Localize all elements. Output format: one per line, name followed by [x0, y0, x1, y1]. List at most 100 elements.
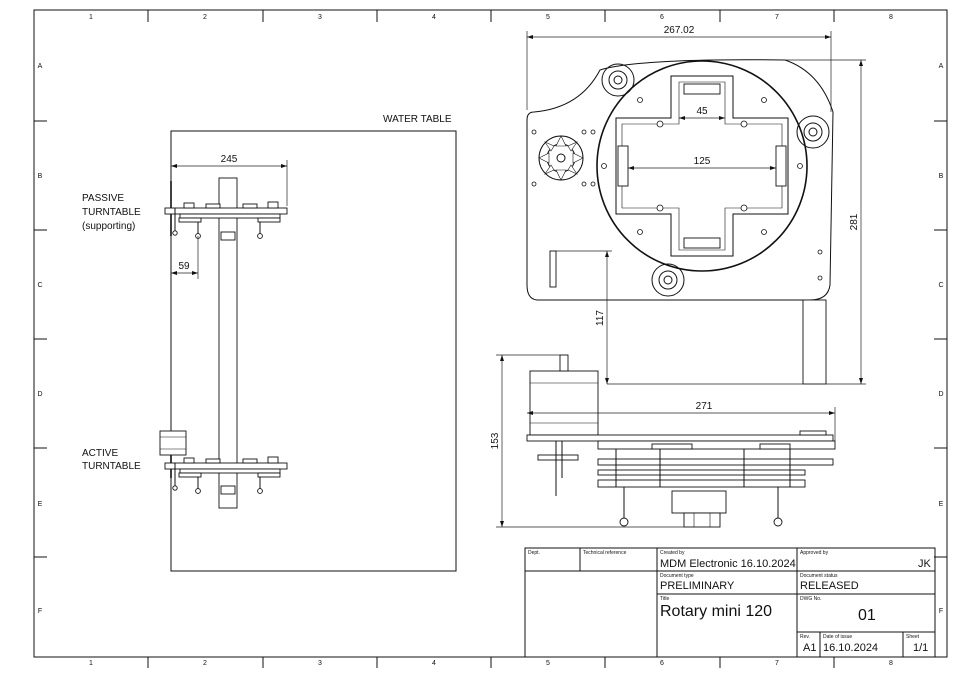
zone-row-label: D	[938, 391, 943, 398]
dimension-label: 267.02	[664, 25, 695, 36]
title-block-grid	[524, 547, 936, 658]
zone-col-label: 3	[318, 14, 322, 21]
mounting-leg	[802, 299, 827, 385]
date-of-issue-label: Date of issue	[823, 634, 853, 640]
pulley	[537, 454, 579, 461]
zone-col-label: 5	[546, 660, 550, 667]
passive-turntable-label: TURNTABLE	[82, 207, 141, 218]
dimension-125: 125	[628, 156, 776, 170]
approved-by-value: JK	[918, 558, 931, 570]
zone-row-label: F	[939, 608, 943, 615]
dimension-label: 125	[694, 156, 711, 167]
created-by-label: Created by	[660, 550, 685, 556]
active-turntable-label: ACTIVE	[82, 448, 118, 459]
document-status-value: RELEASED	[800, 580, 859, 592]
dimension-271: 271	[527, 401, 836, 441]
dimension-117: 117	[553, 250, 803, 385]
dimension-59: 59	[171, 236, 199, 279]
turntable-top-view: 267.02 45 125 281	[526, 25, 866, 385]
document-status-label: Document status	[800, 573, 838, 579]
turntable-disc	[596, 60, 808, 272]
dwg-no-label: DWG No.	[800, 596, 822, 602]
sheet-label: Sheet	[906, 634, 920, 640]
motor-shaft	[559, 354, 569, 372]
zone-col-label: 7	[775, 660, 779, 667]
zone-col-label: 6	[660, 14, 664, 21]
dimension-label: 245	[221, 154, 238, 165]
zone-col-label: 4	[432, 660, 436, 667]
zone-row-label: A	[939, 63, 944, 70]
zone-labels: 1 2 3 4 5 6 7 8 1 2 3 4 5 6 7 8 A B C D …	[37, 14, 943, 667]
zone-row-label: E	[939, 501, 944, 508]
dimension-153: 153	[490, 354, 684, 528]
water-table-label: WATER TABLE	[383, 114, 452, 125]
guide-rollers	[601, 63, 830, 297]
rev-value: A1	[803, 642, 817, 654]
dwg-no-value: 01	[858, 607, 876, 624]
zone-col-label: 5	[546, 14, 550, 21]
zone-row-label: D	[37, 391, 42, 398]
zone-col-label: 1	[89, 660, 93, 667]
dimension-label: 45	[696, 106, 708, 117]
dimension-label: 281	[849, 213, 860, 230]
drawing-frame	[33, 9, 948, 668]
dimension-label: 117	[595, 310, 606, 326]
dimension-label: 59	[178, 261, 190, 272]
bearing	[683, 83, 721, 95]
zone-row-label: C	[938, 282, 943, 289]
turntable-side-view: 271 153	[490, 354, 836, 528]
zone-col-label: 6	[660, 660, 664, 667]
bearing	[775, 145, 787, 187]
zone-col-label: 2	[203, 660, 207, 667]
dimension-label: 271	[696, 401, 713, 412]
slot	[549, 250, 557, 288]
created-by-value: MDM Electronic 16.10.2024	[660, 558, 796, 570]
dimension-267: 267.02	[526, 25, 832, 112]
dimension-245: 245	[171, 154, 288, 206]
passive-turntable	[164, 181, 288, 241]
title-label: Title	[660, 596, 670, 602]
active-turntable	[159, 430, 288, 495]
drawing-title: Rotary mini 120	[660, 603, 773, 620]
zone-row-label: F	[38, 608, 42, 615]
mounting-holes	[531, 97, 823, 281]
dimension-45: 45	[679, 106, 725, 120]
dept-label: Dept.	[528, 550, 540, 556]
zone-col-label: 7	[775, 14, 779, 21]
dimension-281: 281	[785, 59, 866, 385]
bottom-bearing	[683, 512, 721, 528]
zone-row-label: E	[38, 501, 43, 508]
zone-row-label: B	[38, 173, 43, 180]
rev-label: Rev.	[800, 634, 810, 640]
sheet-value: 1/1	[913, 642, 929, 654]
bearing	[617, 145, 629, 187]
zone-row-label: C	[37, 282, 42, 289]
base-plate	[526, 59, 834, 301]
cross-mount	[615, 75, 789, 257]
motor-block	[159, 430, 187, 456]
passive-turntable-label: PASSIVE	[82, 193, 124, 204]
drive-gear	[538, 135, 584, 181]
active-turntable-label: TURNTABLE	[82, 461, 141, 472]
zone-col-label: 2	[203, 14, 207, 21]
date-of-issue-value: 16.10.2024	[823, 642, 879, 654]
zone-row-label: B	[939, 173, 944, 180]
zone-col-label: 4	[432, 14, 436, 21]
dimension-label: 153	[490, 432, 501, 449]
water-table-view: WATER TABLE	[82, 114, 457, 572]
stepper-motor	[529, 370, 599, 436]
technical-reference-label: Technical reference	[583, 550, 627, 556]
water-table-outline	[170, 130, 457, 572]
bearing	[683, 237, 721, 249]
zone-col-label: 8	[889, 14, 893, 21]
vertical-column	[218, 177, 238, 509]
zone-col-label: 1	[89, 14, 93, 21]
zone-col-label: 8	[889, 660, 893, 667]
approved-by-label: Approved by	[800, 550, 829, 556]
top-plate	[526, 434, 834, 442]
document-type-value: PRELIMINARY	[660, 580, 735, 592]
passive-turntable-label: (supporting)	[82, 221, 135, 232]
zone-row-label: A	[38, 63, 43, 70]
